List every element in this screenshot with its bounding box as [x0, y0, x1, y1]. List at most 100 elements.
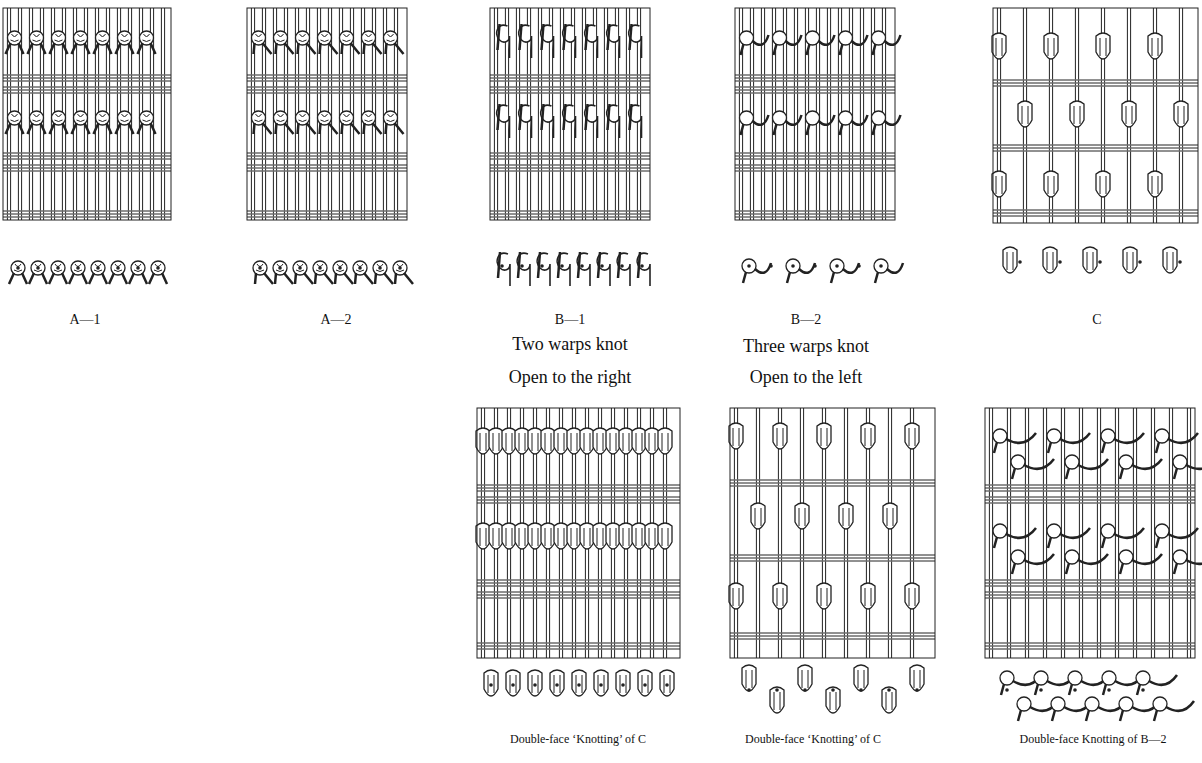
knot-tail: [49, 273, 67, 284]
knot-loop: [770, 687, 784, 713]
weft-gap: [247, 75, 407, 76]
weft-gap: [247, 214, 407, 215]
warp-dot: [769, 264, 773, 268]
weft-gap: [730, 561, 935, 562]
knot-hatch: [584, 528, 590, 546]
knot-loop: [992, 171, 1006, 197]
knot-hatch: [554, 675, 560, 693]
weft-gap: [490, 90, 650, 91]
weft-gap: [985, 497, 1195, 498]
weft-line: [490, 156, 650, 157]
weft-line: [985, 583, 1195, 584]
weft-gap: [993, 151, 1198, 152]
knot-hatch: [802, 670, 808, 688]
knot-tail: [254, 43, 272, 54]
weft-line: [490, 165, 650, 166]
knot-panel-double-b2: [985, 408, 1202, 658]
knot-hatch: [255, 34, 263, 42]
weft-gap: [993, 83, 1198, 84]
weft-line: [730, 561, 935, 562]
weft-gap: [735, 159, 895, 160]
knot-hatch: [506, 433, 512, 451]
knot-hatch: [598, 675, 604, 693]
knot-tail: [109, 273, 127, 284]
weft-gap: [985, 592, 1195, 593]
knot-hatch: [34, 264, 42, 272]
weft-line: [730, 639, 935, 640]
weft-line: [730, 483, 935, 484]
knot-loop: [798, 665, 812, 691]
knot-hatch: [316, 264, 324, 272]
knot-loop: [645, 523, 659, 549]
knot-tail: [1166, 701, 1194, 711]
warp-dot: [600, 264, 604, 268]
weft-gap: [490, 87, 650, 88]
figure-caption: Double-face Knotting of B—2: [1020, 733, 1167, 746]
figure-label: A—2: [320, 312, 351, 327]
knot-hatch: [1152, 38, 1158, 56]
weft-line: [477, 583, 680, 584]
warp-line: [756, 408, 757, 658]
weft-line: [3, 168, 171, 169]
weft-gap: [993, 210, 1198, 211]
weft-line: [247, 156, 407, 157]
knot-tail: [276, 43, 294, 54]
knot-loop: [502, 523, 516, 549]
warp-dot: [258, 266, 262, 270]
knot-loop: [1123, 247, 1137, 273]
knot-loop: [489, 523, 503, 549]
weft-line: [3, 211, 171, 212]
knot-tail: [1120, 563, 1123, 574]
warp-line: [1064, 408, 1065, 658]
knot-tail: [116, 123, 134, 134]
knot-loop: [1003, 247, 1017, 273]
weft-gap: [477, 485, 680, 486]
knot-tail: [542, 24, 544, 50]
weft-line: [985, 580, 1195, 581]
weft-gap: [985, 598, 1195, 599]
knot-tail: [994, 537, 997, 548]
knot-loop: [528, 428, 542, 454]
weft-line: [3, 93, 171, 94]
warp-line: [1151, 408, 1152, 658]
warp-line: [800, 408, 801, 658]
knot-tail: [819, 115, 835, 125]
weft-gap: [3, 90, 171, 91]
knot-tail: [375, 273, 393, 284]
panel-frame: [735, 8, 895, 220]
knot-loop: [1018, 101, 1032, 127]
weft-line: [985, 485, 1195, 486]
knot-tail: [1137, 684, 1140, 695]
warp-dot: [577, 683, 581, 687]
weft-line: [247, 168, 407, 169]
knot-tail: [1120, 468, 1123, 479]
knot-panel-b2: [735, 8, 901, 220]
warp-dot: [540, 264, 544, 268]
weft-line: [735, 87, 895, 88]
knot-tail: [386, 123, 404, 134]
knot-loop: [528, 523, 542, 549]
knot-loop: [554, 428, 568, 454]
warp-line: [794, 8, 795, 220]
knot-tail: [1186, 459, 1202, 469]
weft-gap: [993, 86, 1198, 87]
warp-line: [164, 8, 165, 220]
weft-line: [730, 480, 935, 481]
knot-tail: [774, 44, 777, 55]
knot-hatch: [777, 588, 783, 606]
knot-tail: [1114, 528, 1144, 538]
knot-hatch: [733, 428, 739, 446]
weft-gap: [985, 595, 1195, 596]
knot-tail: [29, 273, 47, 284]
knot-hatch: [664, 675, 670, 693]
knot-tail: [787, 272, 790, 283]
knot-hatch: [277, 114, 285, 122]
knot-hatch: [887, 508, 893, 526]
knot-loop: [1044, 33, 1058, 59]
knot-loop: [1047, 429, 1061, 443]
warp-dot: [1098, 260, 1102, 264]
knot-tail: [94, 123, 112, 134]
knot-tail: [564, 24, 566, 50]
section-a2: [253, 261, 413, 284]
knot-loop: [773, 583, 787, 609]
